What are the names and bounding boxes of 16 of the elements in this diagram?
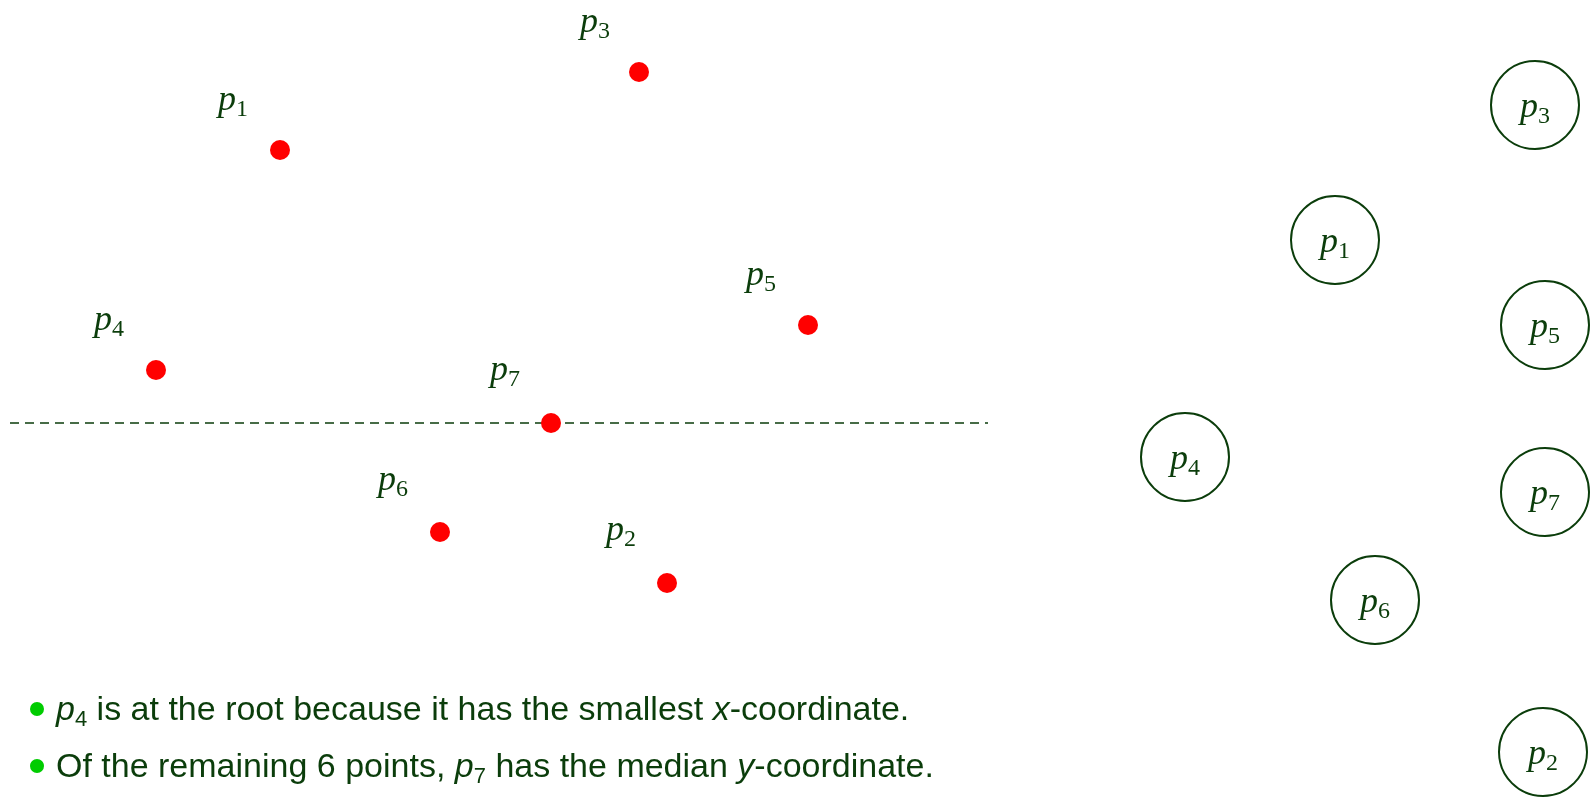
- node-label: p$_{2}$: [1528, 734, 1558, 770]
- point-label: p$_{1}$: [218, 80, 248, 116]
- point-label: p$_{2}$: [606, 510, 636, 546]
- node-label: p$_{6}$: [1360, 582, 1390, 618]
- point-label: p$_{4}$: [94, 300, 124, 336]
- point-label: p$_{6}$: [378, 460, 408, 496]
- bullet-text: Of the remaining 6 points, p$_{7}$ has the median y-coordinate.: [56, 745, 934, 790]
- node-label: p$_{4}$: [1170, 439, 1200, 475]
- point-label: p$_{5}$: [746, 255, 776, 291]
- node-label: p$_{7}$: [1530, 474, 1560, 510]
- node-label: p$_{3}$: [1520, 87, 1550, 123]
- point-label: p$_{3}$: [580, 2, 610, 38]
- bullet-text: p$_{4}$ is at the root because it has the smallest x-coordinate.: [56, 688, 910, 733]
- node-label: p$_{5}$: [1530, 307, 1560, 343]
- point-label: p$_{7}$: [490, 350, 520, 386]
- node-label: p$_{1}$: [1320, 222, 1350, 258]
